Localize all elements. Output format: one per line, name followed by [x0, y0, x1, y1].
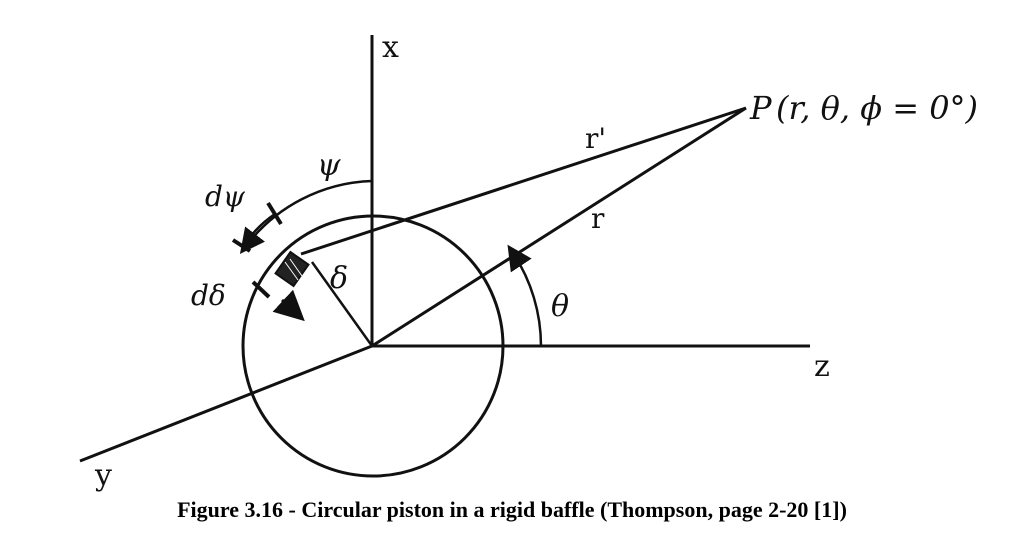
r-prime-vector	[300, 106, 747, 256]
delta-radius-line	[310, 261, 374, 347]
z-axis-label: z	[814, 349, 830, 384]
d-psi-tick-lower	[231, 238, 252, 253]
area-element	[274, 250, 310, 288]
r-label: r	[591, 202, 605, 235]
d-delta-tick	[251, 280, 271, 299]
x-axis-label: x	[382, 30, 399, 65]
y-axis-line	[79, 344, 373, 463]
y-axis-label: y	[94, 458, 112, 493]
d-delta-label: dδ	[191, 279, 226, 312]
r-prime-label: r'	[585, 122, 606, 155]
area-element-hatch-1	[284, 261, 299, 281]
area-element-hatch-2	[289, 258, 303, 277]
delta-label: δ	[330, 261, 348, 296]
d-psi-label: dψ	[205, 180, 246, 213]
psi-label: ψ	[317, 148, 341, 183]
theta-arc	[507, 244, 543, 347]
psi-arc	[239, 179, 373, 254]
figure-caption: Figure 3.16 - Circular piston in a rigid…	[177, 497, 847, 522]
theta-label: θ	[551, 289, 569, 324]
d-delta-arrow	[272, 289, 305, 322]
point-P-coordinates: (r, θ, ϕ = 0°)	[776, 89, 978, 127]
point-P-label: P	[749, 89, 772, 127]
d-psi-arc-segment	[241, 212, 276, 247]
piston-circle	[241, 214, 505, 478]
r-vector	[371, 106, 747, 348]
